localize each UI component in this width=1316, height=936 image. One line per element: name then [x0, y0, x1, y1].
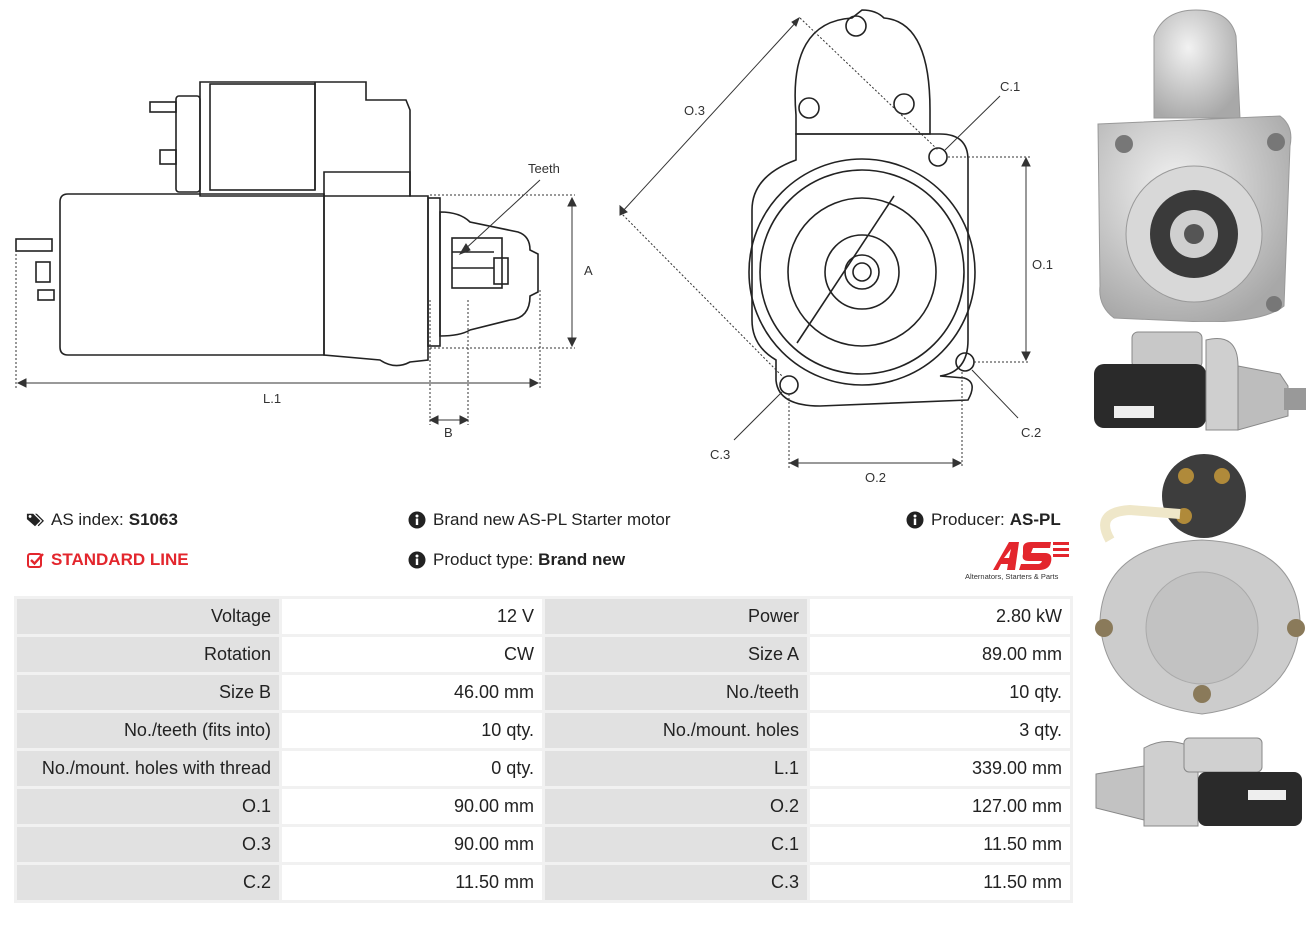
spec-label: No./mount. holes	[545, 713, 807, 748]
standard-line-label: STANDARD LINE	[51, 550, 189, 569]
product-photo-front	[1097, 9, 1292, 322]
product-photo-side	[1094, 331, 1306, 431]
spec-value: 339.00 mm	[810, 751, 1070, 786]
dim-o2-label: O.2	[865, 470, 886, 485]
as-logo-mark	[993, 542, 1069, 570]
checkbox-icon	[26, 551, 44, 569]
info-icon	[408, 511, 426, 529]
spec-value: 3 qty.	[810, 713, 1070, 748]
dim-o3-label: O.3	[684, 103, 705, 118]
producer: Producer: AS-PL	[906, 510, 1061, 530]
dim-l1-label: L.1	[263, 391, 281, 406]
spec-label: O.3	[17, 827, 279, 862]
spec-value: 11.50 mm	[810, 827, 1070, 862]
spec-value: CW	[282, 637, 542, 672]
spec-value: 127.00 mm	[810, 789, 1070, 824]
spec-label: Rotation	[17, 637, 279, 672]
spec-row: No./teeth (fits into)10 qty.No./mount. h…	[17, 713, 1070, 748]
spec-label: O.2	[545, 789, 807, 824]
spec-value: 0 qty.	[282, 751, 542, 786]
spec-value: 10 qty.	[810, 675, 1070, 710]
description-text: Brand new AS-PL Starter motor	[433, 510, 671, 529]
spec-label: Power	[545, 599, 807, 634]
tag-icon	[26, 511, 44, 529]
spec-value: 90.00 mm	[282, 827, 542, 862]
spec-value: 89.00 mm	[810, 637, 1070, 672]
spec-label: No./teeth	[545, 675, 807, 710]
standard-line-badge: STANDARD LINE	[26, 550, 189, 570]
teeth-label: Teeth	[528, 161, 560, 176]
dim-c2-label: C.2	[1021, 425, 1041, 440]
spec-value: 11.50 mm	[282, 865, 542, 900]
as-pl-logo: Alternators, Starters & Parts	[965, 540, 1069, 584]
info-icon	[906, 511, 924, 529]
dim-a-label: A	[584, 263, 593, 278]
description: Brand new AS-PL Starter motor	[408, 510, 670, 530]
product-type-value: Brand new	[538, 550, 626, 569]
logo-tagline: Alternators, Starters & Parts	[965, 572, 1059, 581]
dim-b-label: B	[444, 425, 453, 440]
spec-value: 90.00 mm	[282, 789, 542, 824]
side-view-drawing: Teeth A L.1 B	[15, 81, 593, 440]
spec-label: C.3	[545, 865, 807, 900]
info-icon	[408, 551, 426, 569]
spec-label: C.1	[545, 827, 807, 862]
as-index: AS index: S1063	[26, 510, 178, 530]
producer-value: AS-PL	[1009, 510, 1061, 529]
spec-label: No./teeth (fits into)	[17, 713, 279, 748]
spec-label: Size A	[545, 637, 807, 672]
product-photo-side-2	[1095, 737, 1302, 827]
spec-label: L.1	[545, 751, 807, 786]
spec-label: Size B	[17, 675, 279, 710]
spec-label: C.2	[17, 865, 279, 900]
product-type-label: Product type:	[433, 550, 534, 569]
spec-label: Voltage	[17, 599, 279, 634]
dim-c1-label: C.1	[1000, 79, 1020, 94]
spec-value: 2.80 kW	[810, 599, 1070, 634]
spec-label: O.1	[17, 789, 279, 824]
dim-o1-label: O.1	[1032, 257, 1053, 272]
dim-c3-label: C.3	[710, 447, 730, 462]
spec-value: 10 qty.	[282, 713, 542, 748]
producer-label: Producer:	[931, 510, 1005, 529]
product-photo-rear	[1095, 454, 1305, 715]
as-index-value: S1063	[128, 510, 178, 529]
spec-value: 46.00 mm	[282, 675, 542, 710]
spec-value: 11.50 mm	[810, 865, 1070, 900]
spec-value: 12 V	[282, 599, 542, 634]
spec-label: No./mount. holes with thread	[17, 751, 279, 786]
product-type: Product type: Brand new	[408, 550, 625, 570]
front-view-drawing: O.3 C.1 O.1 C.2 C.3 O.2	[619, 9, 1053, 485]
as-index-label: AS index:	[51, 510, 124, 529]
